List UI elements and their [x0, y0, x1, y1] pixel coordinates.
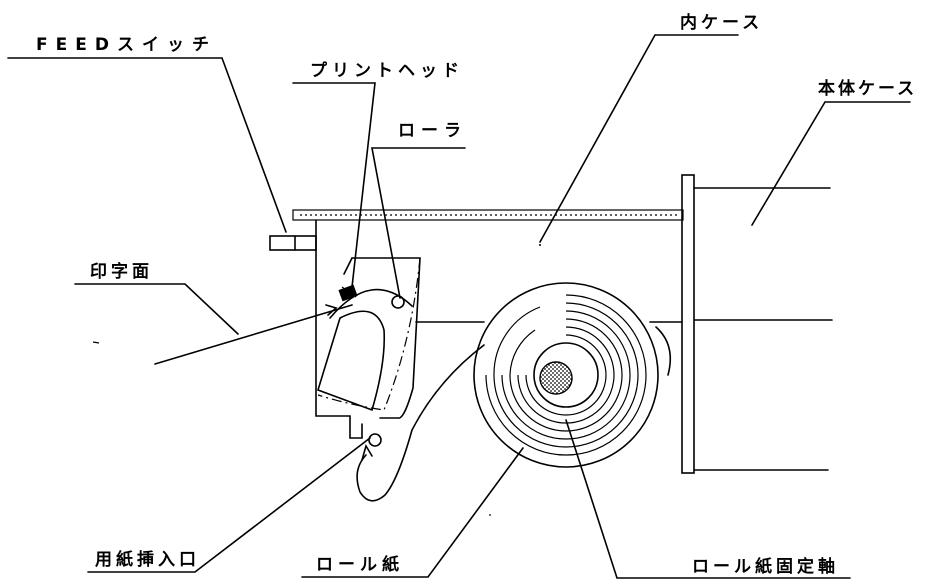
roller-upper: [391, 295, 405, 309]
roll-paper: [473, 282, 659, 468]
feed-switch: [269, 235, 317, 251]
label-roll-paper: ロール紙: [316, 555, 404, 575]
label-roller: ローラ: [398, 121, 467, 141]
leader-roll-shaft: [565, 419, 851, 579]
roll-shaft: [539, 361, 573, 395]
label-print-head: プリントヘッド: [310, 61, 464, 81]
leader-feed-switch: [7, 57, 287, 233]
label-main-case: 本体ケース: [818, 79, 918, 99]
label-paper-slot: 用紙挿入口: [95, 550, 200, 570]
main-case: [681, 174, 833, 474]
leader-print-head: [292, 82, 376, 288]
leader-roll-paper: [301, 447, 524, 578]
leader-main-case: [751, 101, 911, 226]
leader-roller: [371, 147, 466, 299]
arrow-print-surface: [325, 304, 338, 316]
label-feed-switch: FEEDスイッチ: [36, 35, 217, 55]
print-head-element: [338, 284, 358, 302]
stray-dot: [489, 514, 491, 516]
label-roll-shaft: ロール紙固定軸: [692, 557, 839, 577]
leader-lines: [7, 34, 911, 579]
stray-mark: [92, 341, 100, 344]
stray-dot: [539, 244, 541, 246]
label-print-surface: 印字面: [90, 262, 153, 282]
label-inner-case: 内ケース: [680, 13, 764, 33]
print-head-unit: [317, 257, 421, 447]
roller-lower: [368, 433, 382, 447]
leader-paper-slot: [87, 437, 371, 573]
arrow-paper-slot: [361, 444, 373, 461]
paper-path: [154, 304, 485, 502]
leader-print-surface: [74, 283, 239, 335]
inner-case: [292, 209, 684, 439]
leader-inner-case: [539, 34, 739, 243]
